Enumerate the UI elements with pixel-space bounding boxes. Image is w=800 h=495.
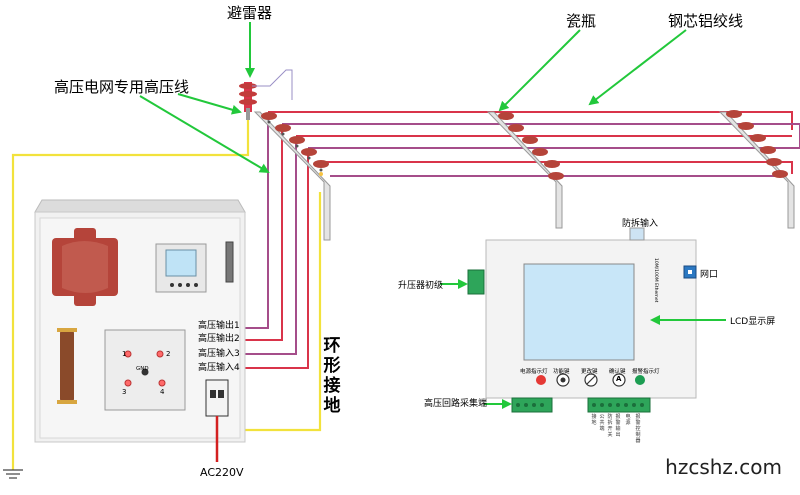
lightning-arrester	[239, 69, 293, 120]
watermark: hzcshz.com	[665, 455, 782, 479]
label-hv-in-4: 高压输入4	[198, 363, 240, 373]
label-tamper-input: 防拆输入	[622, 219, 659, 229]
panel-function-key: 功能键	[553, 369, 570, 375]
resistor-tube	[57, 328, 77, 404]
bottom-label-common: 公共端	[599, 414, 605, 432]
middle-pole-bracket	[486, 111, 563, 229]
callout-arrows	[139, 22, 726, 409]
panel-confirm-key: 确认键	[609, 369, 626, 375]
left-insulators	[261, 112, 329, 168]
arrow-insulator	[498, 29, 581, 112]
label-hv-loop-collect: 高压回路采集端	[424, 399, 488, 409]
panel-alarm-indicator: 报警指示灯	[632, 369, 660, 375]
bottom-label-alarm: 报警输出	[615, 414, 621, 438]
hv-overhead-lines	[268, 111, 800, 177]
controller-panel-buttons	[536, 373, 645, 387]
hv-line-5	[320, 161, 793, 174]
cabinet-monitor	[155, 243, 207, 293]
terminal-board	[104, 329, 186, 411]
bottom-label-tamper: 防拆开关	[607, 414, 613, 438]
arrow-hv-line-2	[139, 95, 270, 174]
transformer-symbol	[52, 228, 118, 306]
panel-change-key: 更改键	[581, 369, 598, 375]
right-insulators	[726, 110, 788, 178]
panel-confirm-symbol: A	[616, 375, 622, 383]
terminal-blocks	[511, 397, 651, 413]
label-transformer-primary: 升压器初级	[398, 281, 444, 291]
label-ring-ground: 环形接地	[323, 336, 341, 416]
terminal-label-2: 2	[166, 350, 171, 358]
label-hv-line: 高压电网专用高压线	[54, 78, 190, 96]
bottom-label-alarm-controller: 报警控制器	[635, 414, 641, 444]
label-ac220v: AC220V	[200, 466, 244, 479]
label-steel-wire: 钢芯铝绞线	[668, 12, 744, 30]
terminal-label-1: 1	[122, 350, 127, 358]
label-hv-out-1: 高压输出1	[198, 321, 240, 331]
panel-power-indicator: 电源指示灯	[520, 369, 548, 375]
label-hv-out-2: 高压输出2	[198, 334, 240, 344]
label-lcd: LCD显示屏	[730, 317, 776, 327]
breaker	[205, 379, 229, 462]
bottom-label-ground: 接地	[591, 414, 597, 426]
terminal-label-gnd: GND	[136, 366, 149, 372]
ground-symbol	[3, 469, 23, 479]
left-pole-bracket	[253, 111, 331, 241]
label-network-port: 网口	[700, 270, 719, 280]
label-ethernet: 10M/100M Ethernet	[653, 258, 658, 303]
label-hv-in-3: 高压输入3	[198, 349, 240, 359]
bottom-label-power: 电源	[625, 414, 631, 426]
terminal-label-3: 3	[122, 388, 127, 396]
arrow-steel-wire	[588, 29, 687, 106]
ground-wire-left	[11, 118, 250, 470]
right-pole-bracket	[718, 111, 795, 229]
label-arrester: 避雷器	[227, 4, 273, 22]
cabinet-slot	[225, 241, 234, 283]
terminal-label-4: 4	[160, 388, 165, 396]
middle-insulators	[498, 112, 564, 180]
arrow-hv-line	[177, 93, 242, 115]
label-insulator: 瓷瓶	[566, 12, 597, 30]
hv-line-1	[268, 111, 793, 130]
